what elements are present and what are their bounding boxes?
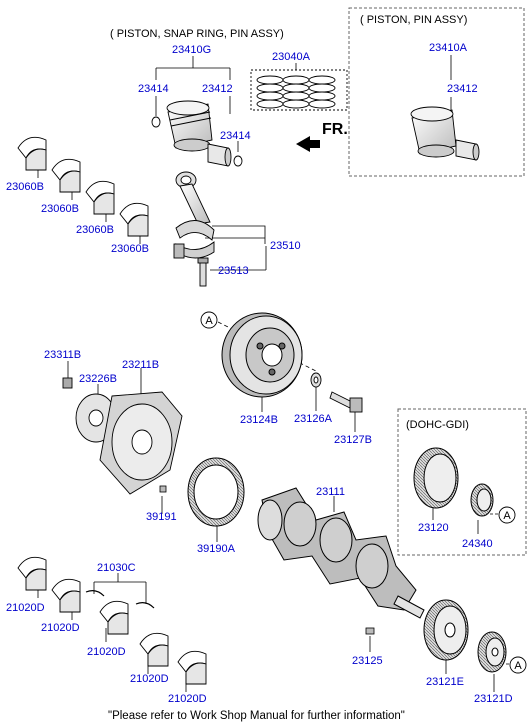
snap-ring-left — [151, 116, 161, 128]
piston-ring-set — [250, 69, 348, 111]
part-24340[interactable]: 24340 — [462, 538, 493, 550]
part-23060B-4[interactable]: 23060B — [111, 243, 149, 255]
part-21030C[interactable]: 21030C — [97, 562, 136, 574]
part-23226B[interactable]: 23226B — [79, 373, 117, 385]
part-23414-right[interactable]: 23414 — [220, 130, 251, 142]
part-23513[interactable]: 23513 — [218, 265, 249, 277]
part-21020D-5[interactable]: 21020D — [168, 693, 207, 705]
part-23311B[interactable]: 23311B — [44, 349, 82, 361]
crankshaft — [257, 487, 425, 619]
ring-gear-pin — [159, 485, 167, 493]
piston-pin-assy-box — [348, 7, 525, 177]
pulley-washer — [310, 372, 322, 388]
part-23060B-3[interactable]: 23060B — [76, 224, 114, 236]
ring-gear — [187, 457, 245, 527]
part-23211B[interactable]: 23211B — [122, 359, 160, 371]
part-21020D-1[interactable]: 21020D — [6, 602, 45, 614]
reference-marker-a-3: A — [509, 656, 527, 674]
bearing-shells-lower — [17, 556, 207, 685]
part-23124B[interactable]: 23124B — [240, 414, 278, 426]
part-23126A[interactable]: 23126A — [294, 413, 332, 425]
reference-marker-a-2: A — [498, 506, 516, 524]
part-23412-right[interactable]: 23412 — [447, 83, 478, 95]
damper-pulley — [221, 312, 303, 398]
part-23410G[interactable]: 23410G — [172, 44, 212, 56]
header-piston-pin-assy: ( PISTON, PIN ASSY) — [360, 14, 468, 26]
part-21020D-2[interactable]: 21020D — [41, 622, 80, 634]
reference-marker-a-1: A — [200, 311, 218, 329]
crankshaft-gear — [477, 631, 507, 673]
front-arrow-icon — [296, 136, 320, 152]
piston-assembly-right — [410, 106, 457, 158]
leader-lines — [37, 55, 520, 692]
connecting-rod-bolt — [197, 257, 209, 287]
part-23121D[interactable]: 23121D — [474, 693, 513, 705]
part-23414-left[interactable]: 23414 — [138, 83, 169, 95]
part-21020D-4[interactable]: 21020D — [130, 673, 169, 685]
piston-assembly-left — [166, 100, 213, 152]
part-23060B-1[interactable]: 23060B — [6, 181, 44, 193]
header-dohc-gdi: (DOHC-GDI) — [406, 419, 469, 431]
flywheel-bolt — [62, 377, 73, 389]
svg-text:A: A — [205, 315, 213, 327]
part-23510[interactable]: 23510 — [270, 240, 301, 252]
piston-pin-left — [207, 143, 232, 167]
part-23040A[interactable]: 23040A — [272, 51, 310, 63]
crankshaft-key — [365, 627, 375, 635]
svg-text:A: A — [514, 660, 522, 672]
footer-note: "Please refer to Work Shop Manual for fu… — [108, 710, 405, 722]
balance-gear — [413, 447, 459, 509]
pulley-bolt — [329, 391, 363, 413]
dohc-gdi-box — [397, 408, 527, 556]
part-23410A[interactable]: 23410A — [429, 42, 467, 54]
snap-ring-right — [233, 155, 243, 167]
drive-plate — [99, 391, 183, 495]
part-23111[interactable]: 23111 — [316, 486, 345, 498]
part-23060B-2[interactable]: 23060B — [41, 203, 79, 215]
part-23412-left[interactable]: 23412 — [202, 83, 233, 95]
part-23121E[interactable]: 23121E — [426, 676, 464, 688]
connecting-rod — [173, 171, 215, 259]
svg-text:A: A — [503, 510, 511, 522]
piston-pin-right — [455, 139, 480, 161]
part-21020D-3[interactable]: 21020D — [87, 646, 126, 658]
part-23127B[interactable]: 23127B — [334, 434, 372, 446]
idler-gear — [470, 483, 494, 517]
front-direction-label: FR. — [322, 121, 348, 138]
part-39190A[interactable]: 39190A — [197, 543, 235, 555]
crankshaft-sprocket — [423, 599, 469, 661]
part-39191[interactable]: 39191 — [146, 511, 177, 523]
thrust-washers — [85, 590, 155, 609]
part-23120[interactable]: 23120 — [418, 522, 449, 534]
part-23125[interactable]: 23125 — [352, 655, 383, 667]
header-piston-snap-ring-pin-assy: ( PISTON, SNAP RING, PIN ASSY) — [110, 28, 284, 40]
bearing-shells-upper — [17, 136, 149, 237]
